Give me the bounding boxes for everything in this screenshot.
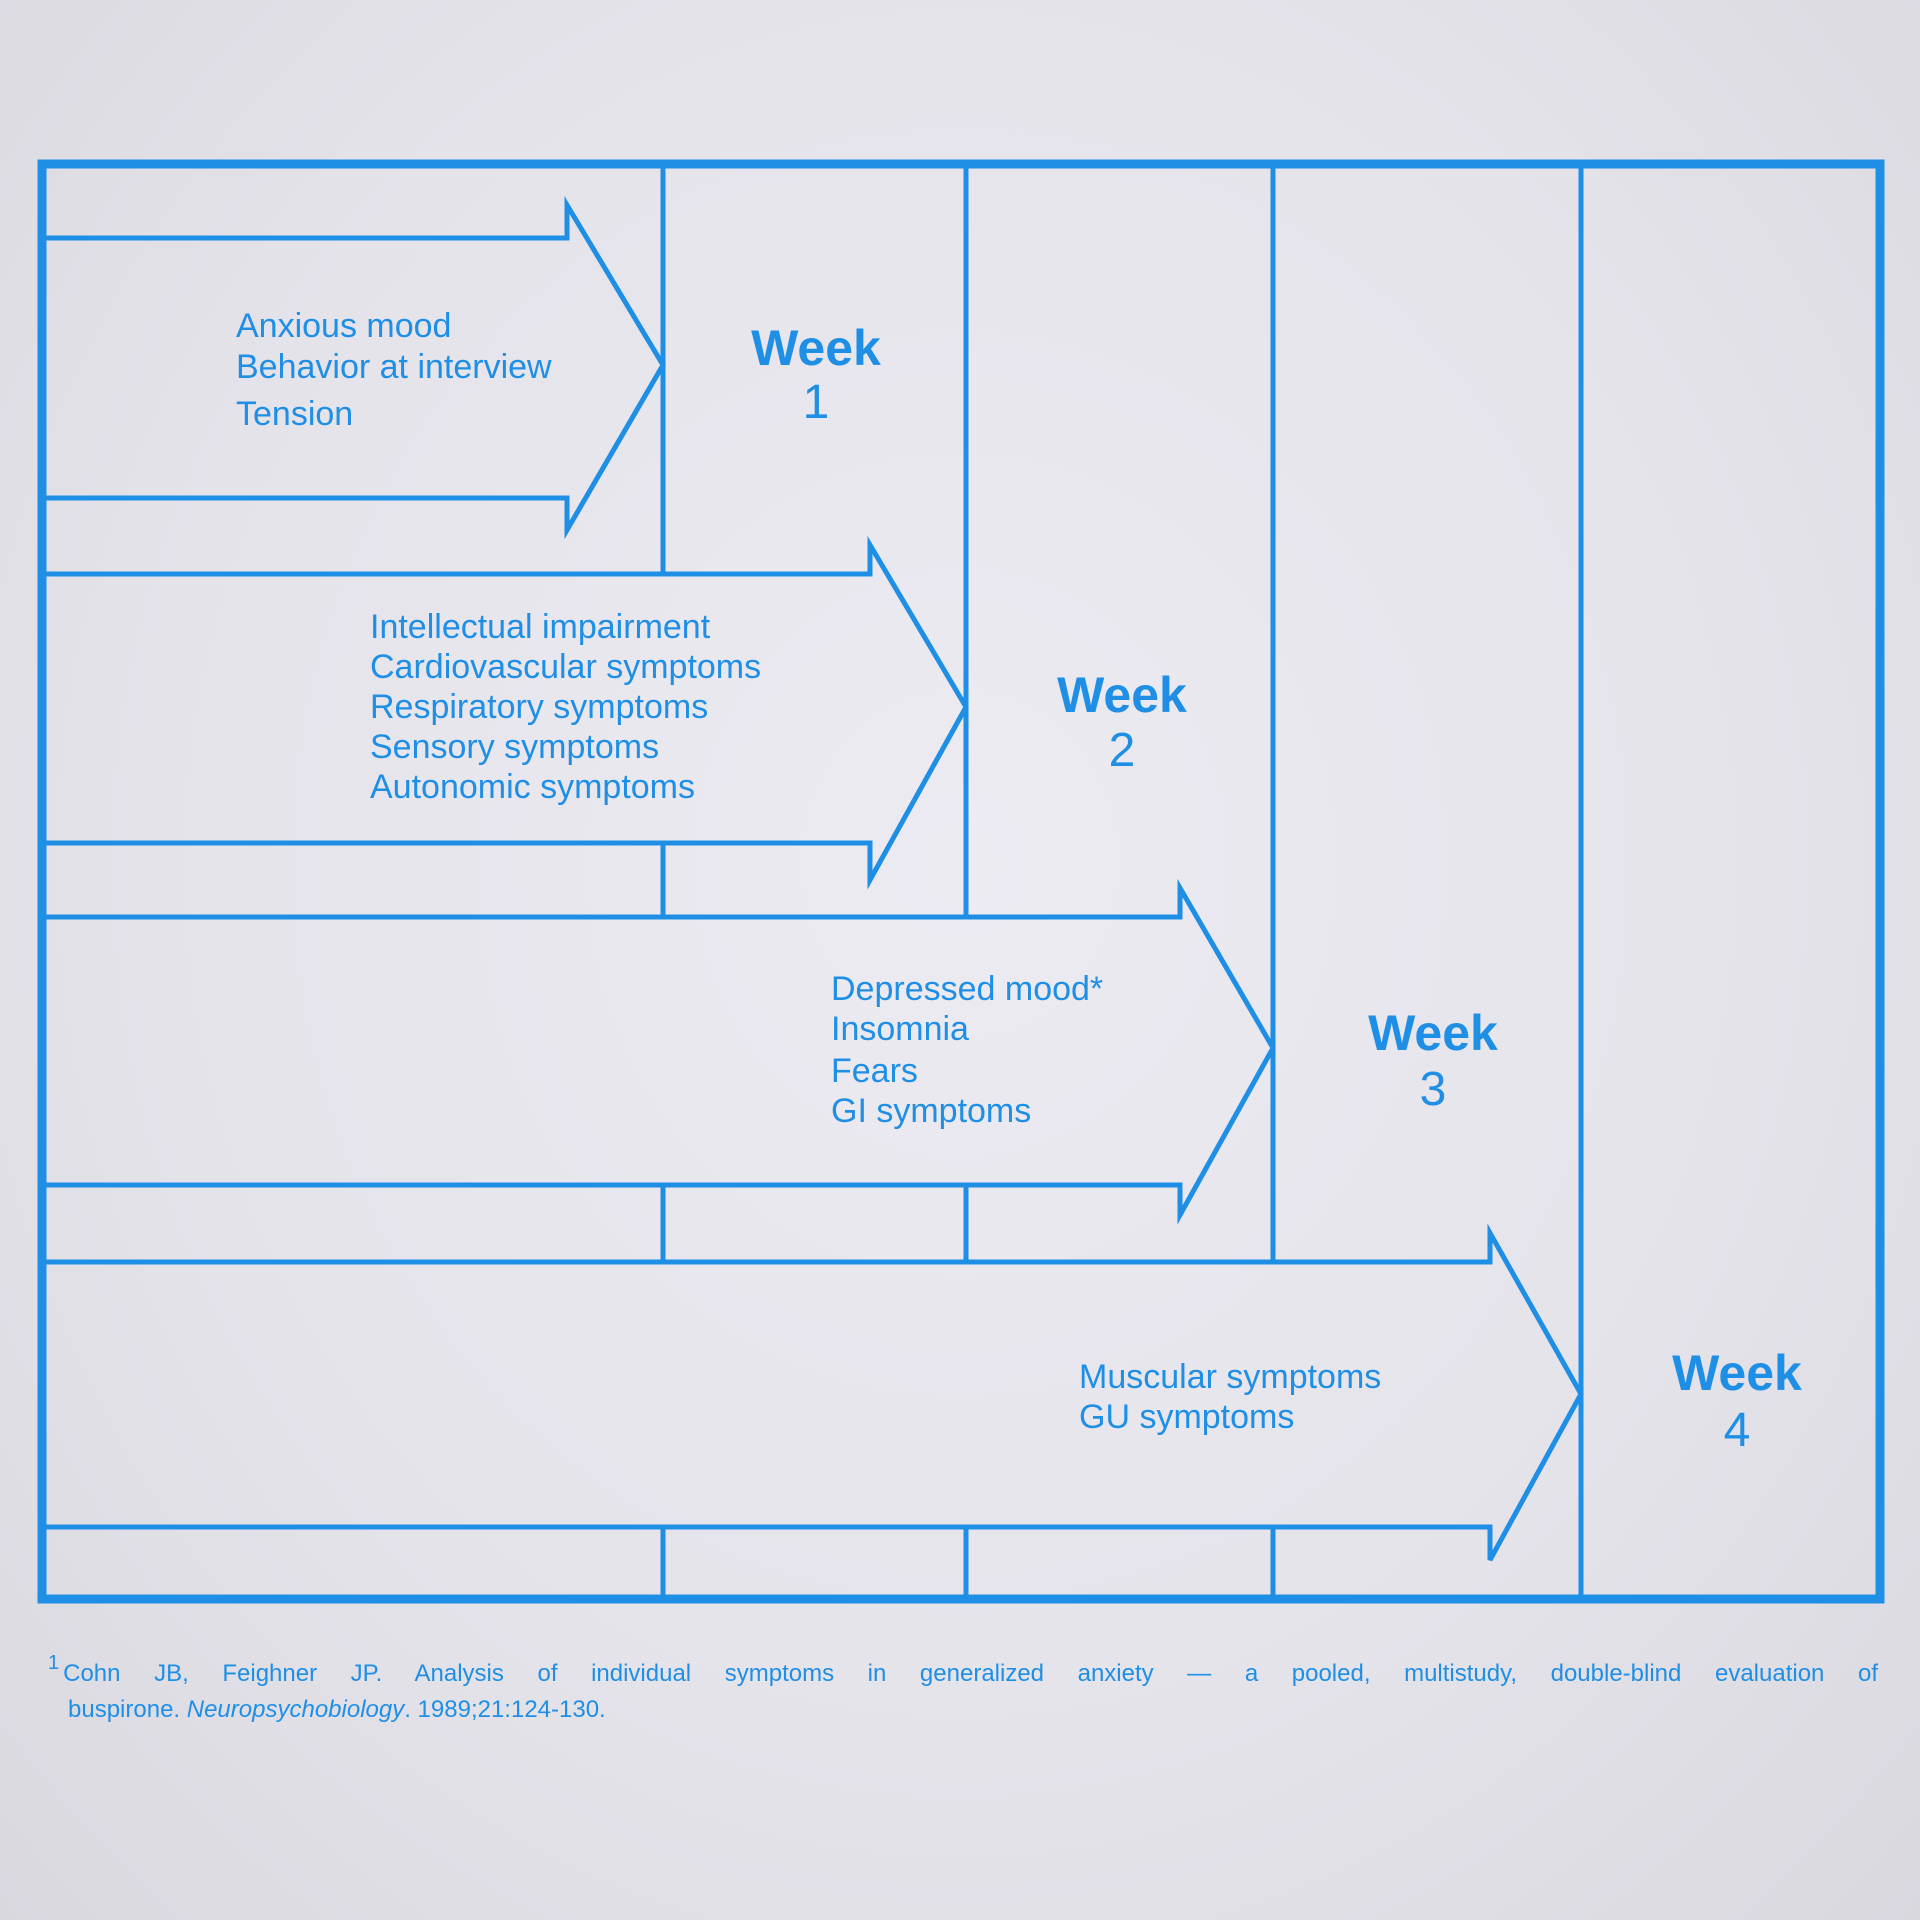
footnote-journal: Neuropsychobiology [186, 1696, 405, 1723]
arrow-4-item: Muscular symptoms [1079, 1358, 1381, 1396]
footnote-line-2: buspirone. Neuropsychobiology. 1989;21:1… [48, 1692, 1878, 1728]
arrow-2-item: Respiratory symptoms [370, 688, 708, 726]
week-1-number: 1 [803, 376, 830, 429]
arrow-week-4 [39, 1223, 1584, 1562]
arrow-2-item: Intellectual impairment [370, 608, 711, 646]
week-2-number: 2 [1109, 724, 1136, 777]
week-3-label: Week [1368, 1005, 1498, 1061]
arrow-week-2 [39, 535, 969, 890]
arrow-3-item: Insomnia [831, 1010, 969, 1048]
week-3-number: 3 [1420, 1063, 1447, 1116]
week-1-label: Week [751, 320, 881, 376]
arrow-2-item: Sensory symptoms [370, 728, 659, 766]
arrow-week-3 [39, 878, 1276, 1225]
arrow-2-item: Autonomic symptoms [370, 768, 695, 806]
arrow-2-item: Cardiovascular symptoms [370, 648, 761, 686]
arrow-week-1 [39, 195, 666, 540]
arrow-1-item: Anxious mood [236, 307, 451, 345]
arrow-3-labels: Depressed mood* Insomnia Fears GI sympto… [831, 970, 1103, 1130]
footnote-marker: 1 [48, 1652, 60, 1674]
arrow-3-item: GI symptoms [831, 1092, 1031, 1130]
arrow-1-item: Tension [236, 395, 353, 433]
outer-frame [37, 159, 1885, 1604]
week-2-label: Week [1057, 667, 1187, 723]
arrow-1-labels: Anxious mood Behavior at interview Tensi… [236, 307, 552, 433]
footnote-citation-start: buspirone. [68, 1696, 187, 1723]
week-4-label: Week [1672, 1345, 1802, 1401]
footnote-citation-text: Cohn JB, Feighner JP. Analysis of indivi… [63, 1660, 1878, 1687]
arrow-2-labels: Intellectual impairment Cardiovascular s… [370, 608, 761, 806]
arrow-1-item: Behavior at interview [236, 348, 552, 386]
week-4-number: 4 [1724, 1404, 1751, 1457]
arrow-4-labels: Muscular symptoms GU symptoms [1079, 1358, 1381, 1436]
week-labels: Week 1 Week 2 Week 3 Week 4 [751, 320, 1802, 1457]
arrow-4-item: GU symptoms [1079, 1398, 1294, 1436]
arrow-3-item: Fears [831, 1052, 918, 1090]
arrow-3-item: Depressed mood* [831, 970, 1103, 1008]
footnote-citation-end: . 1989;21:124-130. [404, 1696, 606, 1723]
